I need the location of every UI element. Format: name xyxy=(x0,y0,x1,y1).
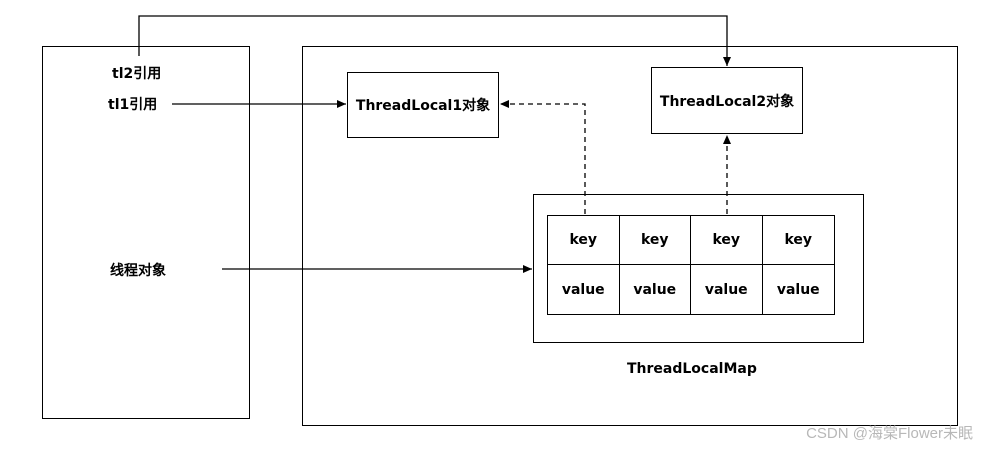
entry-key-3: key xyxy=(691,216,763,265)
entry-value-3: value xyxy=(691,265,763,314)
threadlocalmap-label: ThreadLocalMap xyxy=(627,361,757,377)
key1-weak-ref-arrow xyxy=(500,100,586,214)
watermark: CSDN @海棠Flower未眠 xyxy=(806,425,973,442)
entry-key-4: key xyxy=(762,216,834,265)
entry-key-2: key xyxy=(619,216,691,265)
thread-object-label: 线程对象 xyxy=(110,263,166,279)
entry-key-1: key xyxy=(548,216,620,265)
threadlocal1-label: ThreadLocal1对象 xyxy=(355,98,491,114)
entry-value-1: value xyxy=(548,265,620,314)
threadlocal2-object: ThreadLocal2对象 xyxy=(651,67,803,134)
threadlocal2-label: ThreadLocal2对象 xyxy=(659,93,795,110)
entry-table: key key key key value value value value xyxy=(547,215,835,315)
threadlocal1-object: ThreadLocal1对象 xyxy=(347,72,499,138)
thread-stack-box xyxy=(42,46,250,419)
tl2-ref-arrow xyxy=(138,15,731,66)
entry-value-4: value xyxy=(776,281,820,298)
tl2-ref-label: tl2引用 xyxy=(112,66,162,82)
tl1-ref-label: tl1引用 xyxy=(108,97,158,113)
entry-value-2: value xyxy=(620,265,691,314)
